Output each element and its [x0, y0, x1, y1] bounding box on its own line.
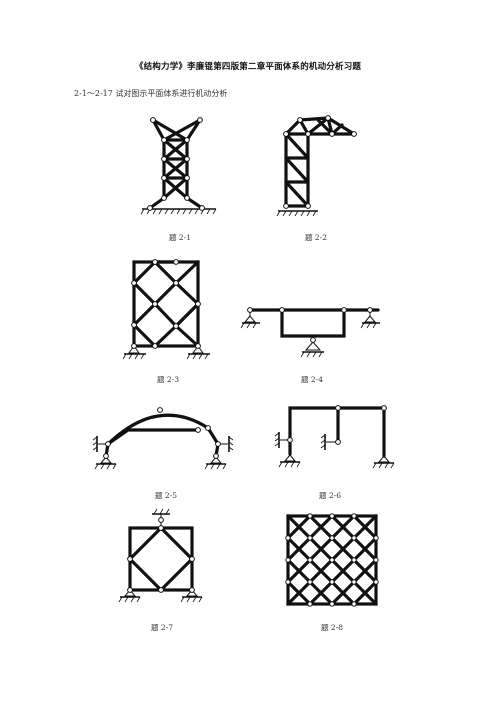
figure-2-3: [122, 259, 210, 360]
figure-2-8: [285, 513, 379, 607]
crane-truss-icon: [276, 115, 357, 216]
caption-2-1: 题 2-1: [169, 233, 191, 242]
caption-2-6: 题 2-6: [319, 491, 341, 500]
figure-2-5: [92, 407, 234, 470]
lattice-frame-icon: [285, 513, 379, 607]
figure-2-2: [276, 115, 357, 216]
caption-2-3: 题 2-3: [157, 375, 179, 384]
beam-frame-icon: [240, 307, 380, 358]
figure-2-6: [274, 405, 395, 469]
figure-2-1: [140, 117, 217, 215]
tower-truss-icon: [140, 117, 217, 215]
caption-2-5: 题 2-5: [155, 491, 177, 500]
caption-2-7: 题 2-7: [151, 623, 173, 632]
arch-frame-icon: [92, 407, 234, 470]
diamond-frame-icon: [122, 259, 210, 360]
document-title: 《结构力学》李廉锟第四版第二章平面体系的机动分析习题: [134, 62, 362, 72]
figure-2-4: [240, 307, 380, 358]
caption-2-8: 题 2-8: [321, 623, 343, 632]
portal-frame-icon: [274, 405, 395, 469]
figure-2-7: [118, 508, 203, 603]
caption-2-4: 题 2-4: [301, 375, 323, 384]
square-diamond-frame-icon: [118, 508, 203, 603]
problem-intro: 2-1～2-17 试对图示平面体系进行机动分析: [74, 89, 228, 98]
caption-2-2: 题 2-2: [305, 233, 327, 242]
